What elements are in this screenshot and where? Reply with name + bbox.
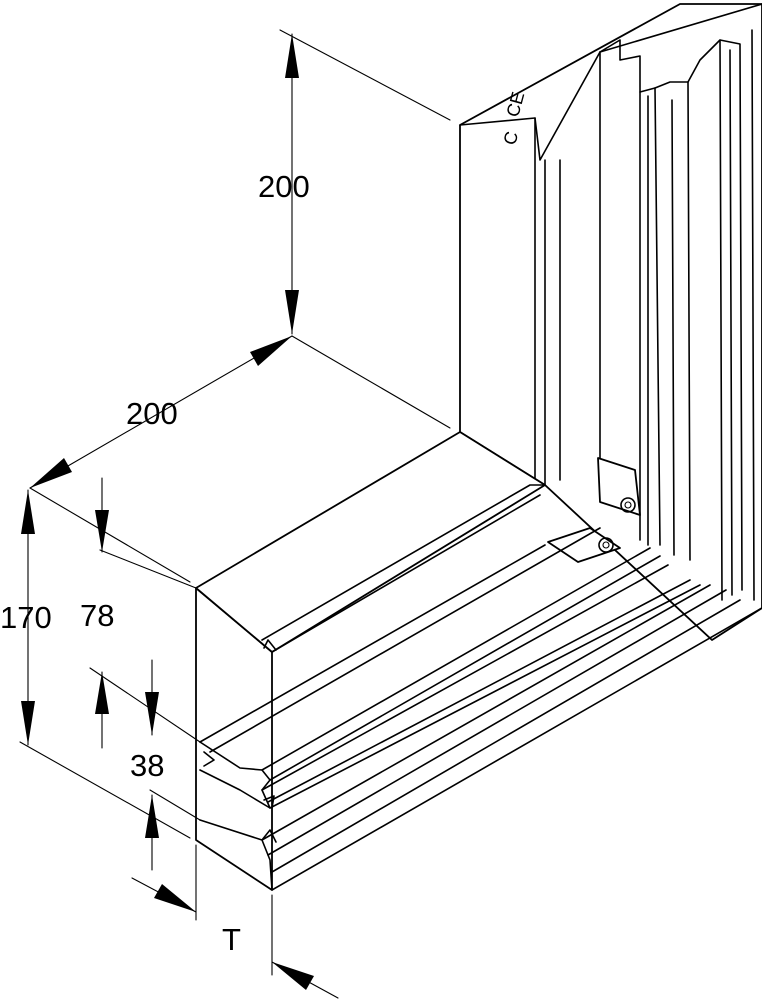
dim-label-top-width: 200 — [126, 396, 178, 431]
dim-label-total-height: 170 — [0, 600, 52, 635]
dim-label-middle-height: 38 — [130, 748, 164, 783]
dim-label-thickness: T — [222, 922, 241, 957]
vertical-duct: CE C — [459, 3, 762, 641]
dim-label-top-height: 200 — [258, 169, 310, 204]
svg-text:C: C — [500, 129, 523, 147]
dimension-lines — [21, 33, 339, 999]
horizontal-duct — [195, 431, 762, 891]
dim-label-upper-height: 78 — [80, 598, 114, 633]
